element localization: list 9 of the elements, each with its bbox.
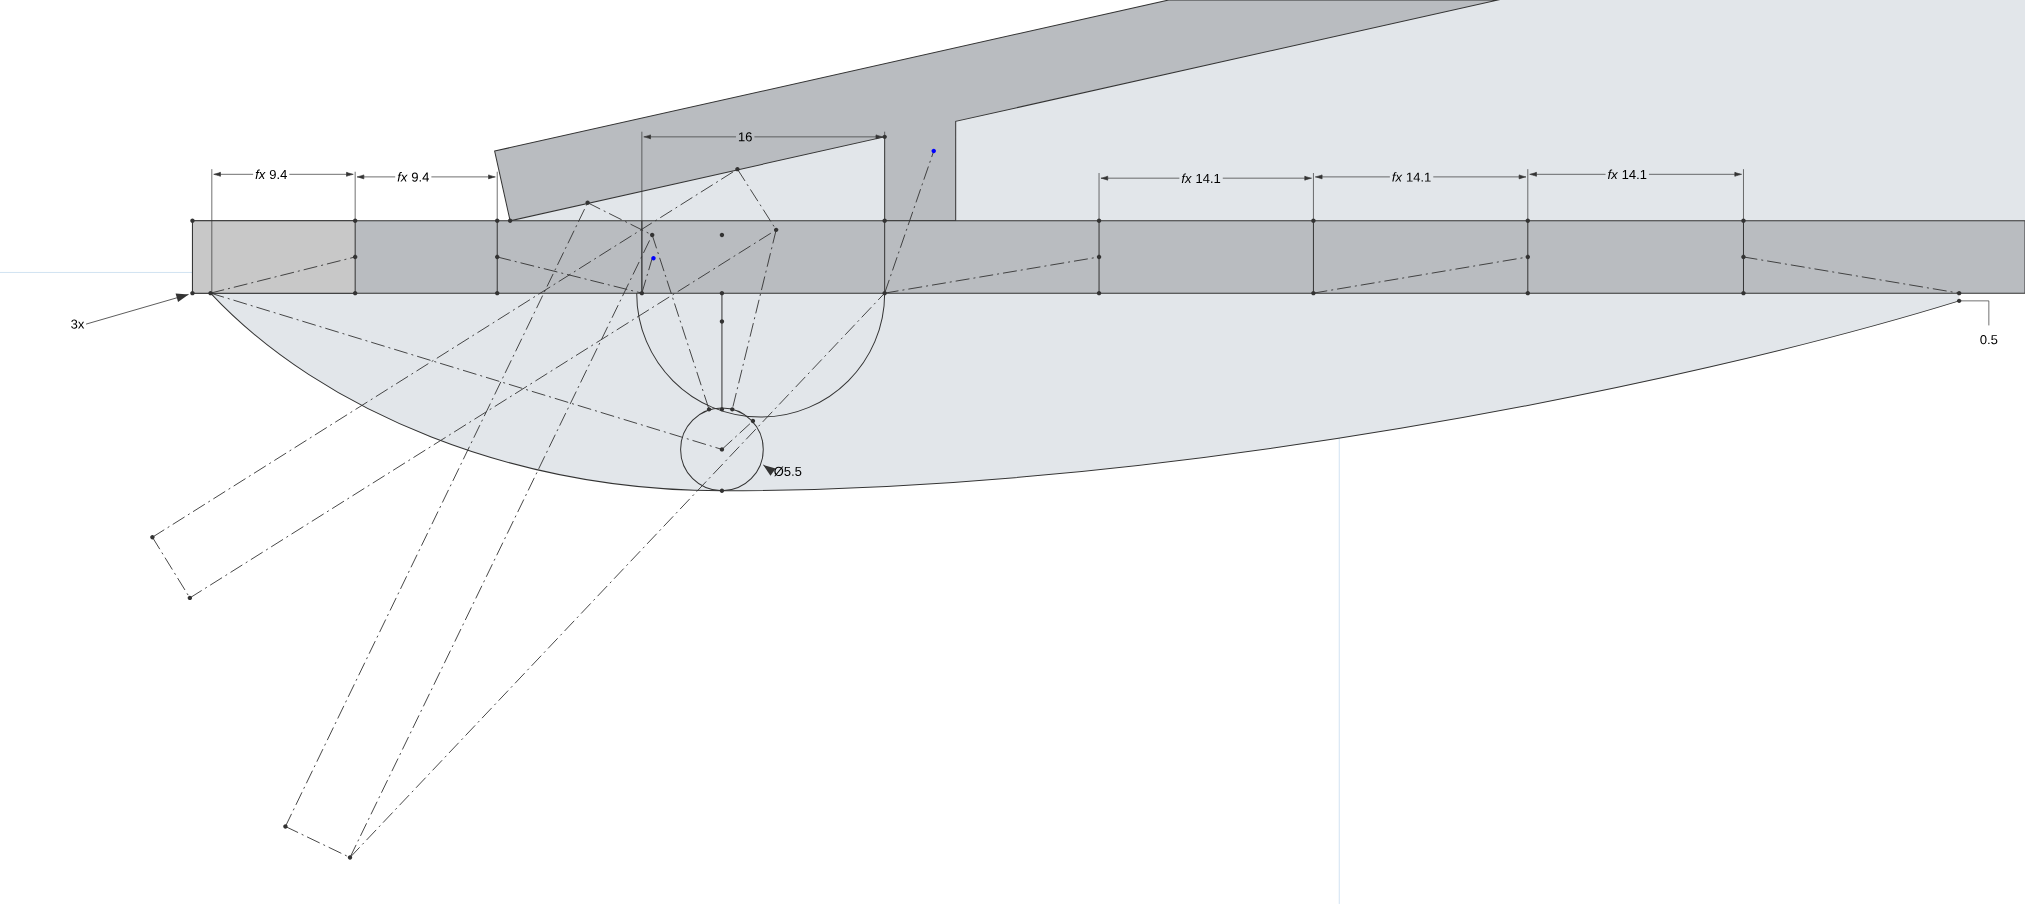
dimension-label: fx 9.4 bbox=[253, 167, 290, 182]
dimension-label: 3x bbox=[69, 318, 86, 331]
dimension-label: fx 14.1 bbox=[1179, 171, 1223, 185]
dimension-label: fx 14.1 bbox=[1389, 170, 1434, 184]
dimension-label: fx 9.4 bbox=[395, 170, 432, 184]
dimension-label: Ø5.5 bbox=[772, 465, 804, 478]
leader-line bbox=[762, 464, 776, 476]
dimension-label: 0.5 bbox=[1977, 333, 2000, 347]
leader-line bbox=[85, 293, 189, 325]
